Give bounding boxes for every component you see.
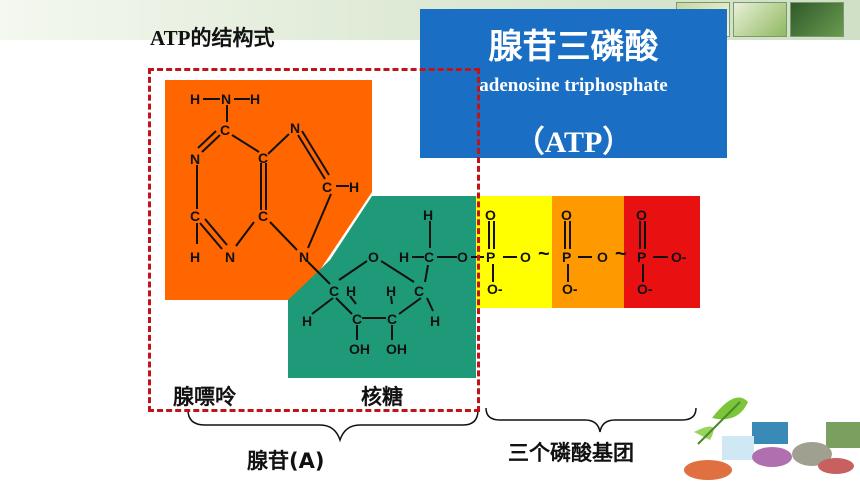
atom-n: N [190,151,201,167]
atom-p: P [486,249,496,265]
label-phosphate-groups: 三个磷酸基团 [508,441,634,465]
atom-o: O [457,249,468,265]
leaf-thumbnail-2 [733,2,787,37]
atom-c: C [322,179,333,195]
atom-h: H [430,313,441,329]
atom-o: O [368,249,379,265]
atom-c: C [414,283,425,299]
atom-h: H [349,179,360,195]
label-ribose: 核糖 [361,385,403,409]
page-title: ATP的结构式 [150,26,275,50]
atom-h: H [302,313,313,329]
title-chinese: 腺苷三磷酸 [488,27,659,67]
atom-oh: OH [386,341,407,357]
atom-c: C [258,150,269,166]
adenosine-dashed-frame [148,68,480,412]
atom-h: H [399,249,410,265]
atom-o-minus: O- [562,281,578,297]
atom-o-minus: O- [487,281,503,297]
phosphate-brace [485,407,697,433]
atom-c: C [387,311,398,327]
atom-c: C [352,311,363,327]
atom-p: P [562,249,572,265]
label-adenosine: 腺苷(A) [247,449,325,473]
illustrative-sketches [684,397,860,480]
high-energy-bond-2: ~ [615,243,627,265]
phosphate-block-3 [624,196,700,308]
title-box: 腺苷三磷酸 adenosine triphosphate （ATP） [420,9,727,159]
title-abbreviation: （ATP） [514,126,633,159]
atom-n: N [221,91,232,107]
atom-o: O [636,207,647,223]
label-adenine: 腺嘌呤 [173,385,236,409]
atom-o-minus: O- [637,281,653,297]
atom-n: N [225,249,236,265]
atom-h: H [386,283,397,299]
title-english: adenosine triphosphate [479,75,668,96]
flower-thumbnail [790,2,844,37]
atom-o: O [485,207,496,223]
atom-c: C [220,122,231,138]
atom-n: N [299,249,310,265]
atom-p: P [637,249,647,265]
phosphate-block-2 [552,196,624,308]
atom-h: H [346,283,357,299]
atom-c: C [190,208,201,224]
atom-h: H [190,249,201,265]
adenosine-brace [187,409,479,443]
atom-o: O [520,249,531,265]
atom-oh: OH [349,341,370,357]
atom-o: O [561,207,572,223]
atom-h: H [250,91,261,107]
atom-o: O [597,249,608,265]
high-energy-bond-1: ~ [538,243,550,265]
atom-c: C [258,208,269,224]
atom-h: H [190,91,201,107]
atom-h: H [423,207,434,223]
chemical-bonds [187,98,697,443]
phosphate-block-1 [476,196,552,308]
atom-o-minus: O- [671,249,687,265]
atom-c: C [424,249,435,265]
atom-c: C [329,283,340,299]
adenine-block [165,80,372,300]
atom-n: N [290,120,301,136]
